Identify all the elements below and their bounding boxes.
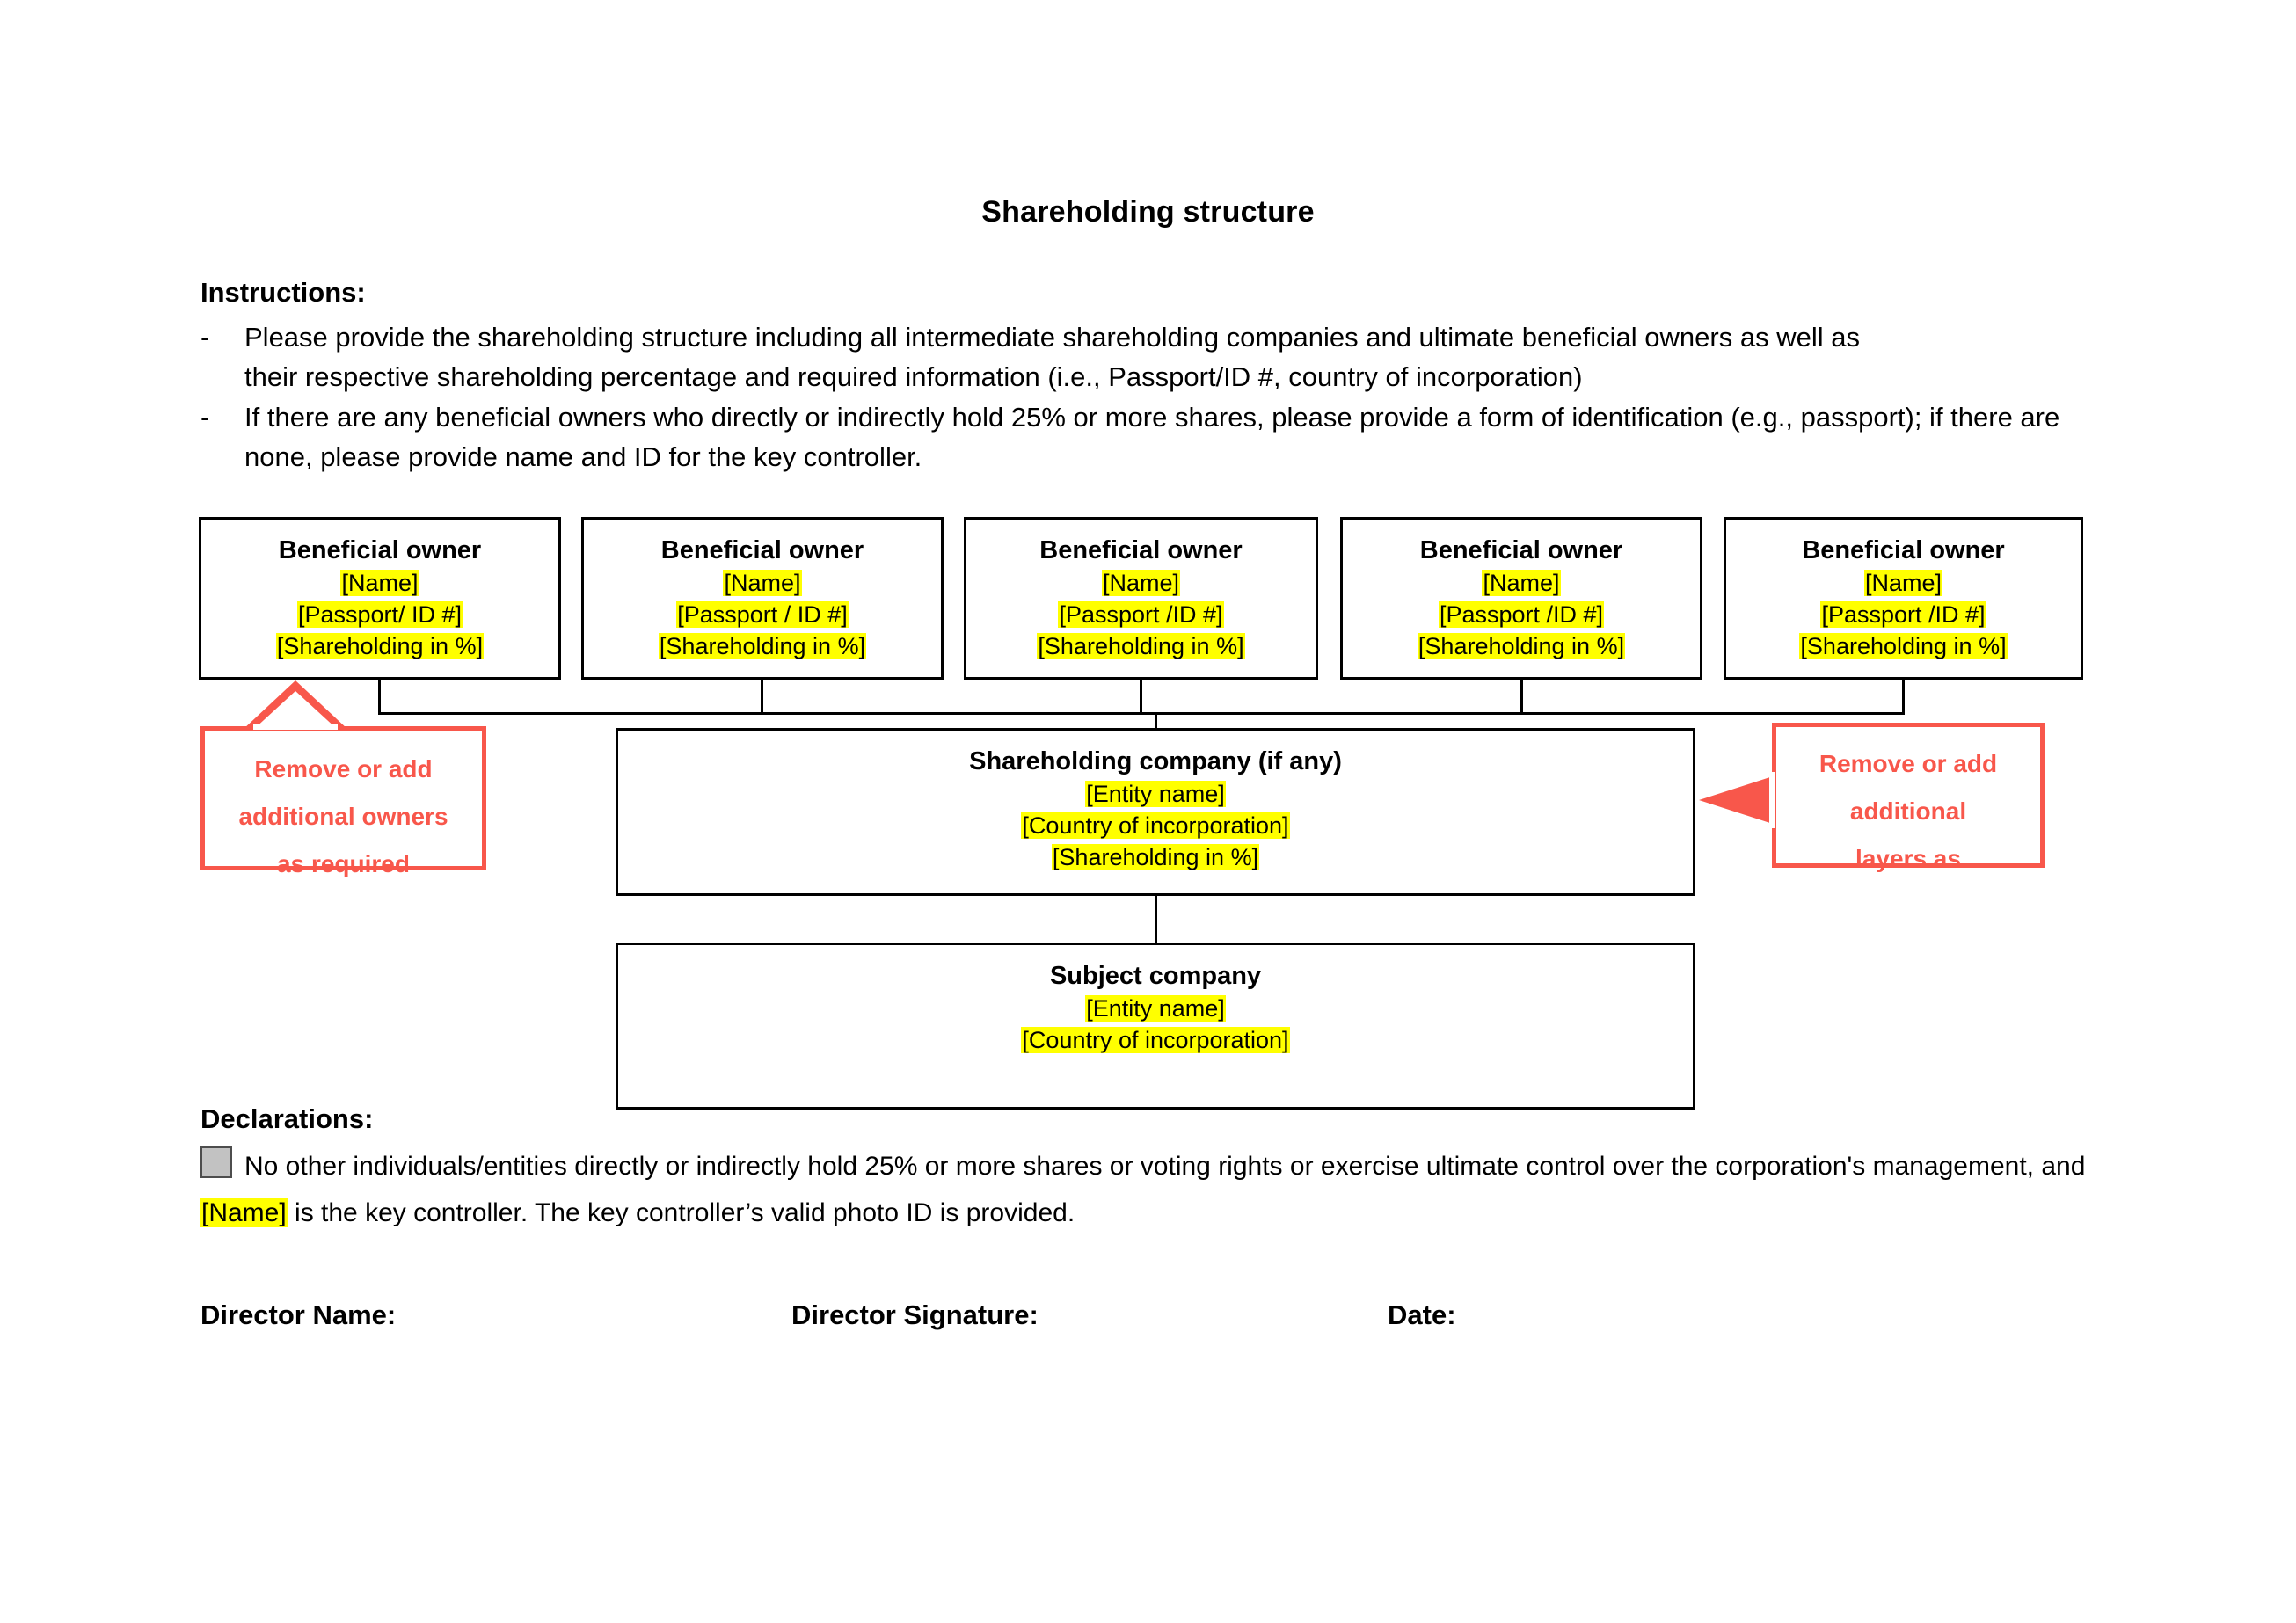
- subject-company-title: Subject company: [1049, 962, 1262, 990]
- connector-owner-5-drop: [1902, 680, 1905, 715]
- callout-left-line-2: additional owners: [238, 803, 448, 830]
- beneficial-owner-name-field: [Name]: [966, 567, 1316, 599]
- declaration-text-part-1: No other individuals/entities directly o…: [244, 1152, 2086, 1181]
- entity-name-placeholder: [Entity name]: [1085, 995, 1226, 1022]
- director-signature-label: Director Signature:: [791, 1299, 1039, 1330]
- connector-shareholding-to-subject: [1155, 896, 1157, 945]
- subject-company-box: Subject company [Entity name] [Country o…: [616, 943, 1695, 1110]
- connector-bus-to-shareholding-company: [1155, 712, 1157, 730]
- declaration-checkbox[interactable]: [200, 1146, 232, 1178]
- owner-shareholding-placeholder: [Shareholding in %]: [1799, 633, 2008, 659]
- callout-right-tail-icon: [1687, 765, 1775, 835]
- beneficial-owner-title: Beneficial owner: [660, 536, 864, 564]
- connector-owner-1-drop: [378, 680, 381, 715]
- bullet-marker-icon: -: [200, 322, 210, 353]
- owner-id-placeholder: [Passport /ID #]: [1058, 601, 1224, 628]
- connector-owner-3-drop: [1140, 680, 1142, 715]
- beneficial-owner-name-field: [Name]: [1726, 567, 2081, 599]
- beneficial-owner-box-2: Beneficial owner [Name] [Passport / ID #…: [581, 517, 944, 680]
- callout-right-line-1: Remove or add: [1819, 750, 1998, 777]
- beneficial-owner-name-field: [Name]: [201, 567, 558, 599]
- instruction-item-2: - If there are any beneficial owners who…: [200, 397, 2059, 477]
- entity-name-placeholder: [Entity name]: [1085, 781, 1226, 807]
- beneficial-owner-box-1: Beneficial owner [Name] [Passport/ ID #]…: [199, 517, 561, 680]
- owner-name-placeholder: [Name]: [723, 570, 802, 596]
- instruction-item-1-line-2: their respective shareholding percentage…: [244, 361, 1583, 392]
- instruction-item-1: - Please provide the shareholding struct…: [200, 317, 1860, 397]
- declaration-statement: No other individuals/entities directly o…: [200, 1143, 2113, 1236]
- owner-name-placeholder: [Name]: [340, 570, 419, 596]
- beneficial-owner-id-field: [Passport /ID #]: [966, 599, 1316, 630]
- beneficial-owner-shareholding-field: [Shareholding in %]: [1726, 630, 2081, 662]
- page-title: Shareholding structure: [981, 195, 1315, 229]
- owner-name-placeholder: [Name]: [1101, 570, 1181, 596]
- callout-right-body: [1772, 723, 2045, 868]
- beneficial-owner-shareholding-field: [Shareholding in %]: [201, 630, 558, 662]
- beneficial-owner-id-field: [Passport /ID #]: [1343, 599, 1700, 630]
- beneficial-owner-title: Beneficial owner: [278, 536, 482, 564]
- owner-id-placeholder: [Passport/ ID #]: [296, 601, 463, 628]
- country-placeholder: [Country of incorporation]: [1021, 1027, 1290, 1053]
- beneficial-owner-name-field: [Name]: [584, 567, 941, 599]
- shareholding-company-country-field: [Country of incorporation]: [618, 810, 1693, 841]
- callout-remove-add-owners: Remove or add additional owners as requi…: [200, 680, 486, 877]
- shareholding-placeholder: [Shareholding in %]: [1051, 844, 1260, 870]
- callout-left-text: Remove or add additional owners as requi…: [200, 726, 486, 888]
- instruction-item-2-line-2: none, please provide name and ID for the…: [244, 441, 922, 472]
- beneficial-owner-title: Beneficial owner: [1419, 536, 1623, 564]
- date-label: Date:: [1388, 1299, 1456, 1330]
- shareholding-company-shareholding-field: [Shareholding in %]: [618, 841, 1693, 873]
- beneficial-owner-id-field: [Passport/ ID #]: [201, 599, 558, 630]
- owner-id-placeholder: [Passport /ID #]: [1820, 601, 1986, 628]
- connector-owner-2-drop: [761, 680, 763, 715]
- callout-left-line-3: as required: [277, 850, 410, 877]
- beneficial-owner-title: Beneficial owner: [1802, 536, 2005, 564]
- owner-id-placeholder: [Passport / ID #]: [676, 601, 849, 628]
- instruction-item-1-line-1: Please provide the shareholding structur…: [244, 322, 1860, 353]
- owner-name-placeholder: [Name]: [1863, 570, 1943, 596]
- beneficial-owner-box-3: Beneficial owner [Name] [Passport /ID #]…: [964, 517, 1318, 680]
- callout-remove-add-layers: Remove or add additional layers as: [1687, 723, 2045, 872]
- country-placeholder: [Country of incorporation]: [1021, 812, 1290, 839]
- declaration-text-part-2: is the key controller. The key controlle…: [287, 1198, 1075, 1227]
- callout-left-tail-icon: [243, 680, 348, 730]
- callout-right-text: Remove or add additional layers as: [1772, 723, 2045, 883]
- connector-horizontal-bus: [378, 712, 1905, 715]
- callout-right-line-2: additional: [1849, 797, 1967, 825]
- shareholding-company-box: Shareholding company (if any) [Entity na…: [616, 728, 1695, 896]
- subject-company-entity-field: [Entity name]: [618, 993, 1693, 1024]
- callout-right-line-3: layers as: [1855, 845, 1961, 872]
- declarations-heading: Declarations:: [200, 1103, 374, 1134]
- callout-left-line-1: Remove or add: [254, 755, 433, 782]
- owner-shareholding-placeholder: [Shareholding in %]: [1037, 633, 1245, 659]
- shareholding-company-entity-field: [Entity name]: [618, 778, 1693, 810]
- beneficial-owner-name-field: [Name]: [1343, 567, 1700, 599]
- shareholding-company-title: Shareholding company (if any): [969, 747, 1342, 775]
- key-controller-name-placeholder: [Name]: [200, 1198, 288, 1227]
- subject-company-country-field: [Country of incorporation]: [618, 1024, 1693, 1056]
- owner-name-placeholder: [Name]: [1482, 570, 1561, 596]
- beneficial-owner-box-4: Beneficial owner [Name] [Passport /ID #]…: [1340, 517, 1702, 680]
- beneficial-owner-shareholding-field: [Shareholding in %]: [966, 630, 1316, 662]
- beneficial-owner-id-field: [Passport / ID #]: [584, 599, 941, 630]
- instructions-heading: Instructions:: [200, 277, 366, 308]
- beneficial-owner-id-field: [Passport /ID #]: [1726, 599, 2081, 630]
- connector-owner-4-drop: [1520, 680, 1523, 715]
- beneficial-owner-title: Beneficial owner: [1039, 536, 1243, 564]
- beneficial-owner-box-5: Beneficial owner [Name] [Passport /ID #]…: [1724, 517, 2083, 680]
- beneficial-owner-shareholding-field: [Shareholding in %]: [584, 630, 941, 662]
- owner-shareholding-placeholder: [Shareholding in %]: [1417, 633, 1626, 659]
- owner-id-placeholder: [Passport /ID #]: [1438, 601, 1605, 628]
- beneficial-owner-shareholding-field: [Shareholding in %]: [1343, 630, 1700, 662]
- bullet-marker-icon: -: [200, 402, 210, 433]
- director-name-label: Director Name:: [200, 1299, 397, 1330]
- instruction-item-2-line-1: If there are any beneficial owners who d…: [244, 402, 2060, 433]
- owner-shareholding-placeholder: [Shareholding in %]: [658, 633, 867, 659]
- owner-shareholding-placeholder: [Shareholding in %]: [275, 633, 485, 659]
